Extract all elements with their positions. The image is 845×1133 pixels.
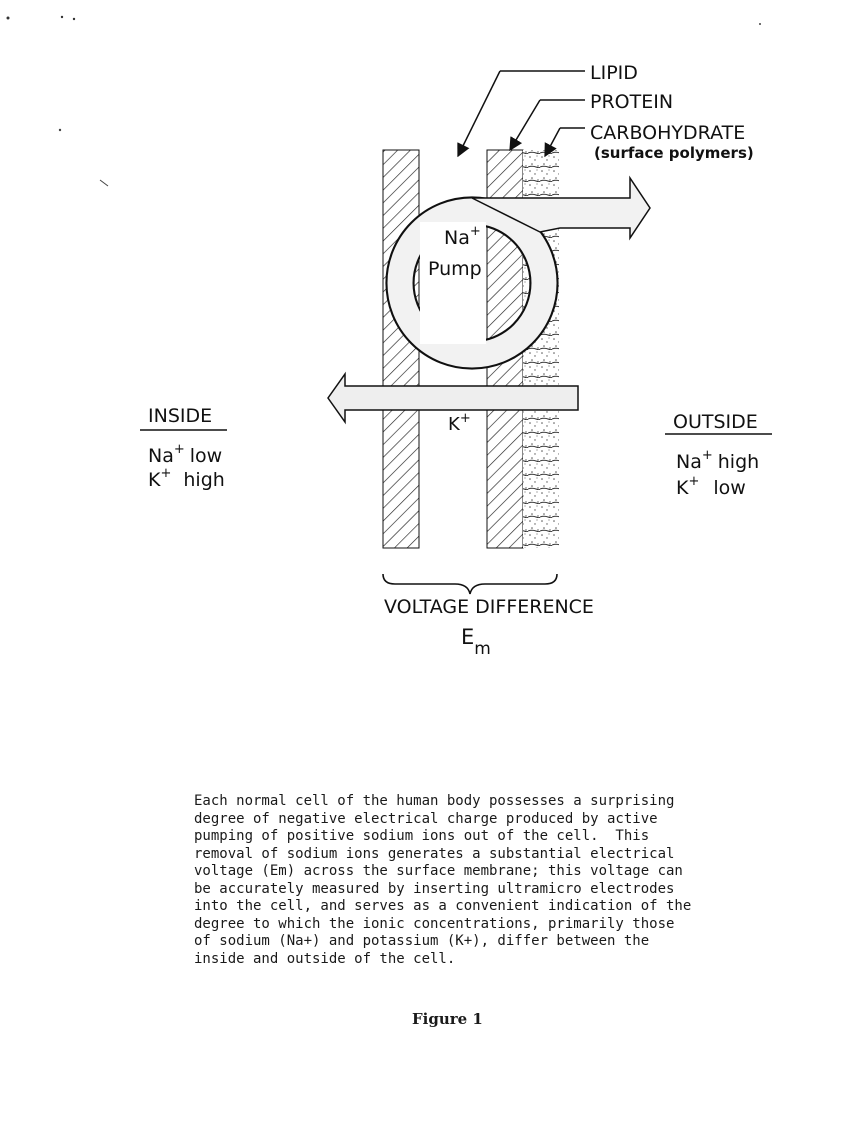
inside-k-level: K+high: [148, 466, 225, 491]
caption-line: of sodium (Na+) and potassium (K+), diff…: [194, 933, 650, 949]
outside-na-level: Na+high: [676, 448, 759, 473]
membrane-diagram: LIPID PROTEIN CARBOHYDRATE (surface poly…: [6, 15, 772, 659]
caption-line: Each normal cell of the human body posse…: [194, 793, 675, 809]
caption-line: degree to which the ionic concentrations…: [194, 915, 675, 932]
outside-k-level: K+low: [676, 474, 746, 499]
caption-line: inside and outside of the cell.: [194, 950, 456, 967]
caption-line: voltage (Em) across the surface membrane…: [194, 863, 683, 879]
pump-na-label: Na+: [444, 224, 481, 249]
inside-na-level: Na+low: [148, 442, 222, 467]
protein-label: PROTEIN: [590, 91, 673, 113]
outside-title: OUTSIDE: [673, 411, 758, 433]
pump-label: Pump: [428, 258, 482, 280]
figure-label: Figure 1: [412, 1010, 483, 1028]
caption-line: into the cell, and serves as a convenien…: [194, 898, 692, 914]
surface-polymers-label: (surface polymers): [594, 144, 754, 162]
inside-title: INSIDE: [148, 405, 212, 427]
caption-line: be accurately measured by inserting ultr…: [194, 880, 675, 897]
lipid-label: LIPID: [590, 62, 638, 84]
voltage-difference-label: VOLTAGE DIFFERENCE: [384, 596, 594, 618]
figure-caption: Each normal cell of the human body posse…: [194, 793, 734, 968]
caption-line: degree of negative electrical charge pro…: [194, 810, 658, 827]
carbohydrate-label: CARBOHYDRATE: [590, 122, 745, 144]
em-label: Em: [461, 625, 491, 659]
voltage-brace: [382, 573, 558, 595]
lipid-layer-inner: [382, 149, 420, 549]
caption-line: pumping of positive sodium ions out of t…: [194, 828, 650, 844]
caption-line: removal of sodium ions generates a subst…: [194, 845, 675, 862]
k-channel-arrow: [327, 371, 579, 425]
k-channel-label: K+: [448, 411, 471, 435]
na-pump-arrow: [471, 175, 651, 241]
